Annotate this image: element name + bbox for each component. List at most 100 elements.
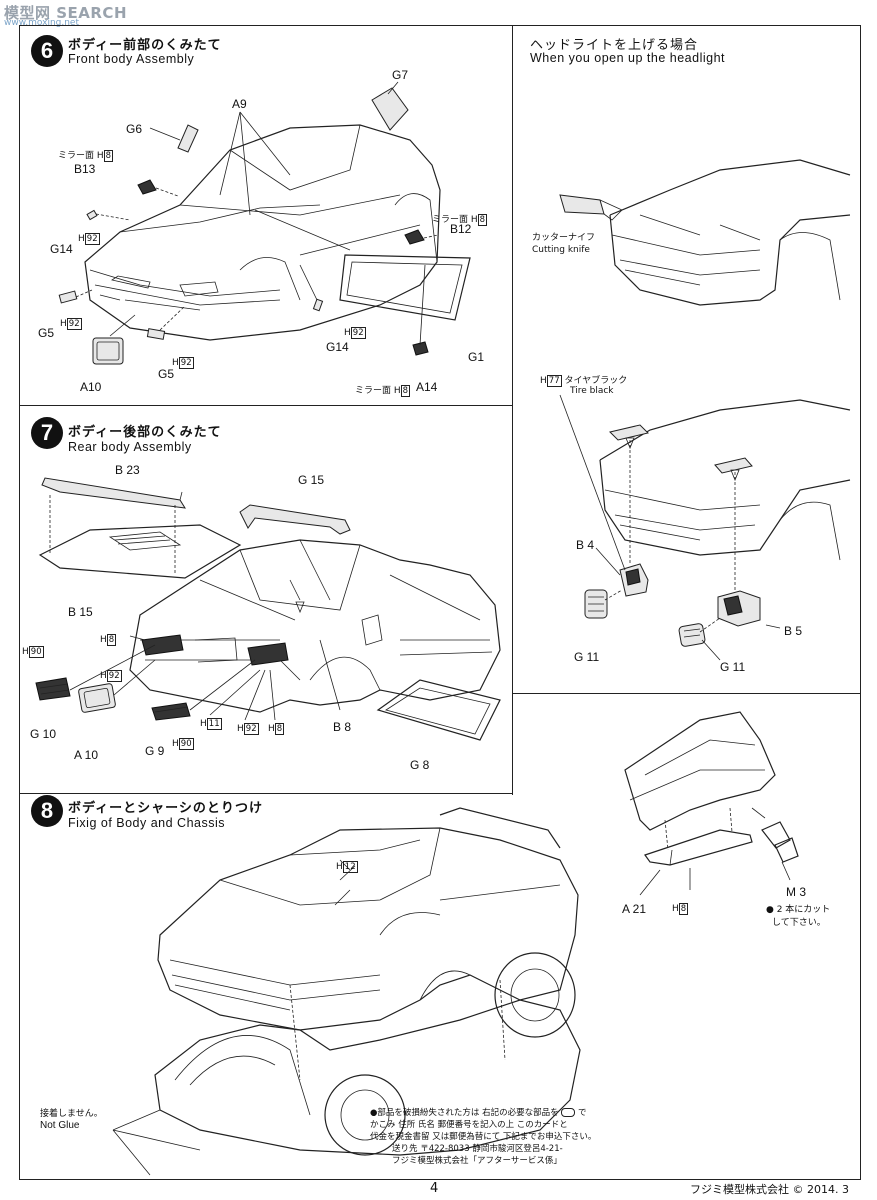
step7-title-jp: ボディー後部のくみたて: [68, 425, 222, 440]
paint-code-h8: 8: [103, 150, 114, 162]
notice-text: で: [578, 1108, 587, 1118]
step6-part-g6: G6: [126, 122, 143, 136]
paint-code-h8: 8: [477, 214, 488, 226]
step6-number: 6: [31, 35, 63, 67]
step6-part-b13: B13: [74, 162, 96, 176]
paint-code-h92: 92: [106, 670, 122, 682]
divider-headlight: [512, 693, 861, 694]
watermark-url: www.moxing.net: [4, 18, 79, 28]
step8-title-en: Fixig of Body and Chassis: [68, 816, 226, 830]
step6-part-g5b: G5: [158, 367, 175, 381]
step8-part-m3: M 3: [786, 885, 807, 899]
notice-line: かこみ 住所 氏名 郵便番号を記入の上 このカードと: [370, 1120, 568, 1130]
paint-code-h-label: H: [344, 328, 351, 338]
headlight-title-en: When you open up the headlight: [530, 51, 725, 65]
step6-part-g14b: G14: [326, 340, 349, 354]
notice-line: 代金を現金書留 又は郵便為替にて 下記までお申込下さい。: [370, 1132, 597, 1142]
step6-part-a10: A10: [80, 380, 102, 394]
step6-title-en: Front body Assembly: [68, 52, 195, 66]
step7-part-g9: G 9: [145, 744, 165, 758]
divider-vertical: [512, 25, 513, 795]
step7-part-b8: B 8: [333, 720, 352, 734]
notice-line: 送り先 〒422-8033 静岡市駿河区登呂4-21-: [392, 1144, 563, 1154]
paint-code-h92: 92: [243, 723, 259, 735]
step8-part-a21: A 21: [622, 902, 647, 916]
paint-code-h-label: H: [540, 376, 547, 386]
mirror-face-label: ミラー面: [58, 151, 95, 161]
step7-part-b15: B 15: [68, 605, 93, 619]
copyright: フジミ模型株式会社 © 2014. 3: [690, 1183, 849, 1196]
step6-part-g1: G1: [468, 350, 485, 364]
mirror-face-label: ミラー面: [355, 386, 392, 396]
paint-code-h-label: H: [60, 319, 67, 329]
step6-part-g5a: G5: [38, 326, 55, 340]
step7-title-en: Rear body Assembly: [68, 440, 192, 454]
step7-number: 7: [31, 417, 63, 449]
notice-line: フジミ模型株式会社「アフターサービス係」: [392, 1156, 562, 1166]
paint-code-h11: 11: [206, 718, 222, 730]
step6-part-a14: A14: [416, 380, 438, 394]
parts-notice: ●部品を破損紛失された方は 右記の必要な部品を で かこみ 住所 氏名 郵便番号…: [370, 1107, 596, 1167]
step7-part-g10: G 10: [30, 727, 57, 741]
headlight-title-jp: ヘッドライトを上げる場合: [530, 38, 699, 53]
paint-code-h-label: H: [268, 724, 275, 734]
paint-code-h90: 90: [28, 646, 44, 658]
paint-code-h-label: H: [237, 724, 244, 734]
paint-code-h-label: H: [100, 635, 107, 645]
step7-part-b23: B 23: [115, 463, 140, 477]
step6-part-g7: G7: [392, 68, 409, 82]
paint-code-h90: 90: [178, 738, 194, 750]
step6-part-g14a: G14: [50, 242, 73, 256]
paint-code-h-label: H: [22, 647, 29, 657]
paint-code-h92: 92: [66, 318, 82, 330]
page-number: 4: [430, 1181, 439, 1196]
paint-code-h8: 8: [274, 723, 285, 735]
divider-step7: [19, 793, 513, 794]
paint-code-h-label: H: [78, 234, 85, 244]
divider-step6: [19, 405, 513, 406]
mirror-face-label: ミラー面: [432, 215, 469, 225]
paint-code-h-label: H: [336, 862, 343, 872]
oval-mark-icon: [561, 1108, 576, 1117]
step8-title-jp: ボディーとシャーシのとりつけ: [68, 801, 263, 816]
paint-code-h-label: H: [393, 386, 401, 396]
headlight-tire-black-en: Tire black: [570, 386, 614, 396]
paint-code-h77: 77: [546, 375, 562, 387]
headlight-cutter-en: Cutting knife: [532, 245, 590, 255]
paint-code-h-label: H: [96, 151, 104, 161]
headlight-part-g11a: G 11: [574, 650, 600, 664]
paint-code-h-label: H: [672, 904, 679, 914]
headlight-cutter-jp: カッターナイフ: [532, 233, 596, 243]
headlight-part-b5: B 5: [784, 624, 803, 638]
step6-part-a9: A9: [232, 97, 247, 111]
paint-code-h92: 92: [350, 327, 366, 339]
notice-text: ●部品を破損紛失された方は 右記の必要な部品を: [370, 1108, 559, 1118]
step6-part-b12: B12: [450, 222, 472, 236]
step7-part-g8: G 8: [410, 758, 430, 772]
paint-code-h92: 92: [178, 357, 194, 369]
paint-code-h-label: H: [172, 358, 179, 368]
step8-cut-note-2: して下さい。: [772, 918, 826, 928]
paint-code-h8: 8: [400, 385, 411, 397]
paint-code-h92: 92: [84, 233, 100, 245]
step8-number: 8: [31, 795, 63, 827]
paint-code-h-label: H: [470, 215, 478, 225]
page-frame: [19, 25, 861, 1180]
paint-code-h-label: H: [100, 671, 107, 681]
step8-noglue-en: Not Glue: [40, 1120, 80, 1131]
